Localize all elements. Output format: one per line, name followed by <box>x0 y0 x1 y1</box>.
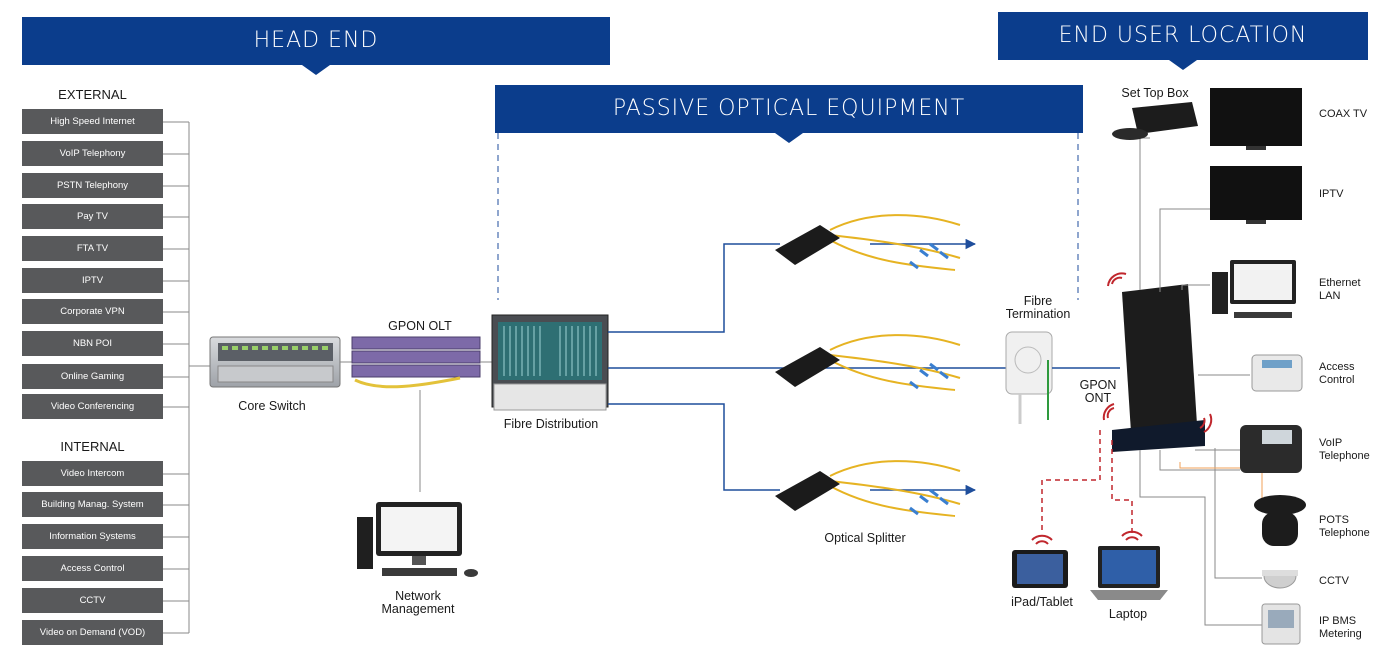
service-fta-tv: FTA TV <box>22 236 163 261</box>
external-heading: EXTERNAL <box>58 87 127 102</box>
tablet-icon <box>1012 550 1068 588</box>
pots-phone-icon <box>1254 495 1306 546</box>
service-pay-tv: Pay TV <box>22 204 163 229</box>
set-top-box-label: Set Top Box <box>1121 86 1189 100</box>
computer-icon <box>357 502 478 577</box>
head-end-title: HEAD END <box>253 28 379 53</box>
cctv-label: CCTV <box>1319 575 1349 587</box>
wifi-links <box>1041 430 1133 534</box>
wifi-icon-router <box>1102 272 1213 433</box>
network-management-label: Network Management <box>381 589 455 616</box>
gpon-olt-icon <box>351 336 481 389</box>
service-building-management: Building Manag. System <box>22 492 163 517</box>
ethernet-lan-pc-icon <box>1212 260 1296 318</box>
gpon-olt-label: GPON OLT <box>388 319 452 333</box>
gpon-ont-icon <box>1112 284 1205 452</box>
service-voip-telephony: VoIP Telephony <box>22 141 163 166</box>
cctv-camera-icon <box>1262 570 1298 589</box>
iptv-tv-icon <box>1210 166 1302 224</box>
coax-tv-label: COAX TV <box>1319 108 1368 120</box>
fibre-distribution-icon <box>491 314 609 411</box>
optical-splitter-middle-icon <box>775 334 961 391</box>
end-user-title: END USER LOCATION <box>1058 23 1308 48</box>
service-pstn-telephony: PSTN Telephony <box>22 173 163 198</box>
service-online-gaming: Online Gaming <box>22 364 163 389</box>
passive-equipment-banner: PASSIVE OPTICAL EQUIPMENT <box>495 85 1083 143</box>
laptop-icon <box>1090 546 1168 600</box>
ip-bms-metering-label: IP BMS Metering <box>1319 615 1362 640</box>
service-bracket <box>163 121 210 634</box>
service-cctv: CCTV <box>22 588 163 613</box>
service-nbn-poi: NBN POI <box>22 331 163 356</box>
voip-phone-icon <box>1240 425 1302 473</box>
optical-splitter-top-icon <box>775 214 961 271</box>
head-end-banner: HEAD END <box>22 17 610 75</box>
optical-splitter-label: Optical Splitter <box>824 531 906 545</box>
passive-equipment-title: PASSIVE OPTICAL EQUIPMENT <box>612 96 966 121</box>
service-video-conferencing: Video Conferencing <box>22 394 163 419</box>
gpon-ont-label: GPON ONT <box>1079 378 1117 405</box>
service-information-systems: Information Systems <box>22 524 163 549</box>
iptv-label: IPTV <box>1319 188 1344 200</box>
core-switch-label: Core Switch <box>238 399 306 413</box>
voip-telephone-label: VoIP Telephone <box>1319 437 1370 462</box>
coax-tv-icon <box>1210 88 1302 150</box>
pots-telephone-label: POTS Telephone <box>1319 514 1370 539</box>
service-iptv: IPTV <box>22 268 163 293</box>
laptop-label: Laptop <box>1108 607 1148 621</box>
service-video-intercom: Video Intercom <box>22 461 163 486</box>
set-top-box-icon <box>1112 102 1198 140</box>
end-user-banner: END USER LOCATION <box>998 12 1368 70</box>
ipad-tablet-label: iPad/Tablet <box>1011 595 1073 609</box>
internal-heading: INTERNAL <box>60 439 125 454</box>
fibre-termination-label: Fibre Termination <box>1005 294 1071 321</box>
access-control-panel-icon <box>1251 354 1303 392</box>
fibre-termination-icon <box>1005 331 1053 424</box>
wifi-icon-devices <box>1031 530 1143 545</box>
service-high-speed-internet: High Speed Internet <box>22 109 163 134</box>
service-video-on-demand: Video on Demand (VOD) <box>22 620 163 645</box>
access-control-label: Access Control <box>1319 361 1355 386</box>
fibre-distribution-label: Fibre Distribution <box>503 417 599 431</box>
bms-meter-icon <box>1261 603 1301 645</box>
ethernet-lan-label: Ethernet LAN <box>1319 277 1361 302</box>
core-switch-icon <box>209 336 341 388</box>
service-access-control: Access Control <box>22 556 163 581</box>
optical-splitter-bottom-icon <box>775 460 961 517</box>
passive-dashed-guides <box>497 133 1079 300</box>
service-corporate-vpn: Corporate VPN <box>22 299 163 324</box>
